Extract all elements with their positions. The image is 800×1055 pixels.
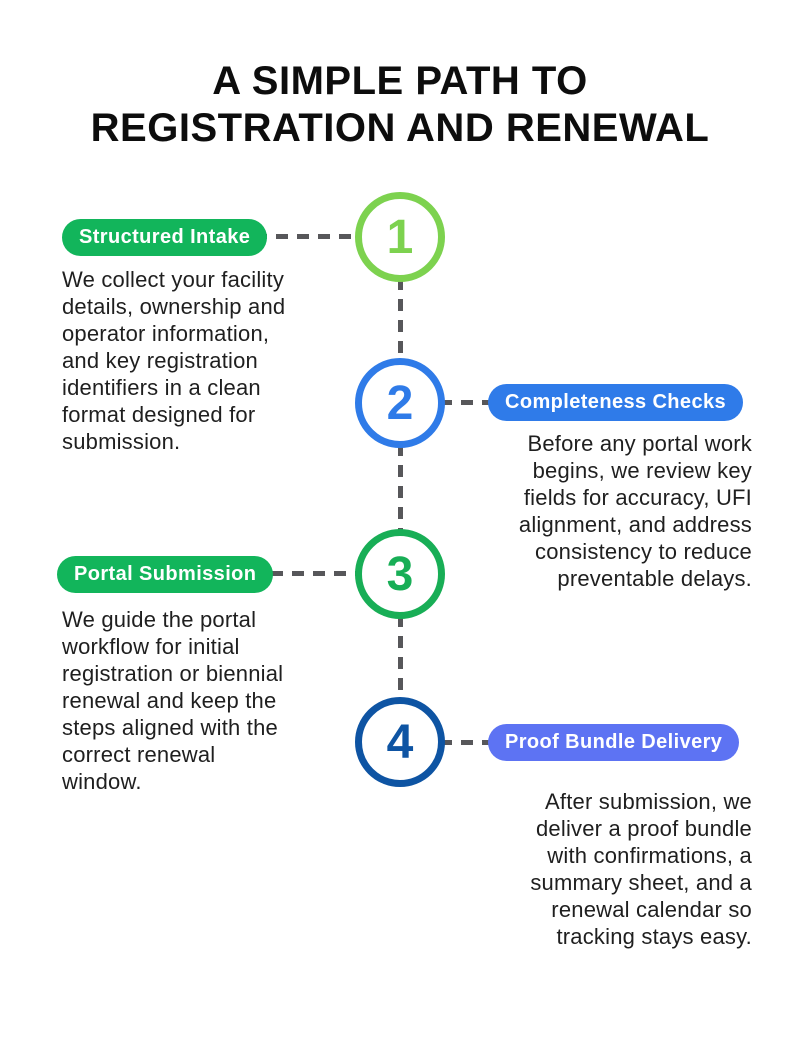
step-4-number-circle: 4 bbox=[355, 697, 445, 787]
step-3-number-circle: 3 bbox=[355, 529, 445, 619]
step-1-description: We collect your facility details, owners… bbox=[62, 267, 286, 454]
step-1-number: 1 bbox=[386, 210, 414, 264]
connector-line-step-2 bbox=[440, 400, 495, 405]
page-title-line-1: A SIMPLE PATH TO bbox=[212, 59, 588, 103]
step-2-description: Before any portal work begins, we review… bbox=[518, 431, 752, 591]
step-1-number-circle: 1 bbox=[355, 192, 445, 282]
connector-line-step-3 bbox=[250, 571, 360, 576]
connector-line-vertical-2 bbox=[398, 444, 403, 534]
connector-line-vertical-3 bbox=[398, 615, 403, 702]
step-4-number: 4 bbox=[386, 715, 414, 769]
step-2-number-circle: 2 bbox=[355, 358, 445, 448]
step-1-label-pill: Structured Intake bbox=[62, 219, 268, 256]
connector-line-step-1 bbox=[255, 234, 360, 239]
connector-line-vertical-1 bbox=[398, 278, 403, 363]
step-2-label-pill: Completeness Checks bbox=[488, 384, 744, 421]
step-3-description: We guide the portal workflow for initial… bbox=[62, 607, 284, 794]
step-3-label-pill: Portal Submission bbox=[57, 556, 274, 593]
page-title-line-2: REGISTRATION AND RENEWAL bbox=[90, 105, 710, 150]
step-3-number: 3 bbox=[386, 547, 414, 601]
step-4-description: After submission, we deliver a proof bun… bbox=[530, 789, 752, 949]
step-2-number: 2 bbox=[386, 376, 414, 430]
connector-line-step-4 bbox=[440, 740, 495, 745]
step-4-label-pill: Proof Bundle Delivery bbox=[488, 724, 740, 761]
